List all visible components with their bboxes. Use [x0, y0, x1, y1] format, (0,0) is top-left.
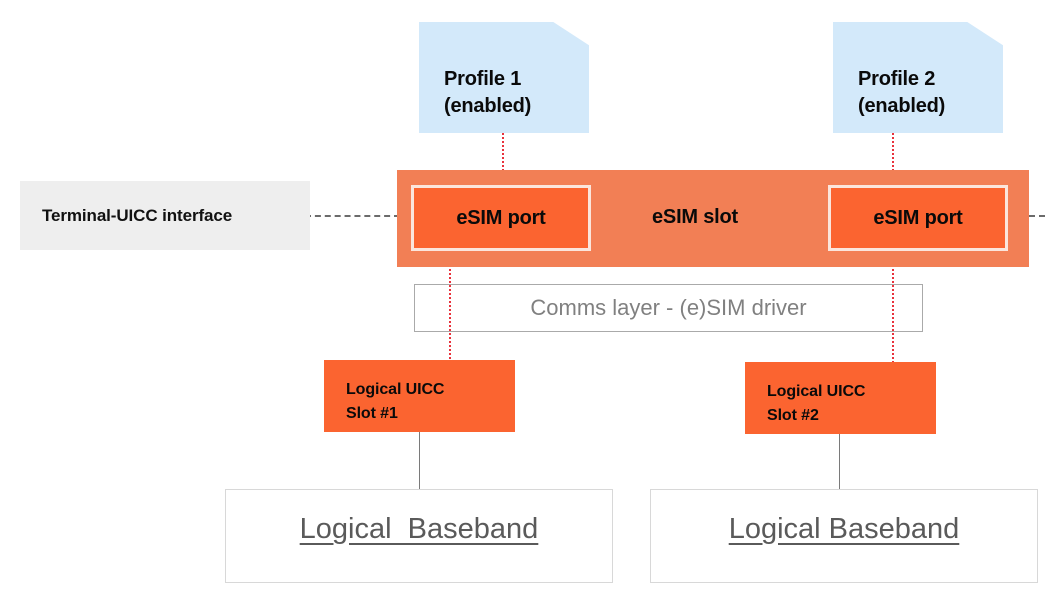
logical-uicc-slot-2-label: Logical UICC Slot #2 — [767, 383, 866, 424]
esim-port-2-label: eSIM port — [873, 206, 963, 229]
logical-baseband-1-label: Logical Baseband — [299, 513, 539, 545]
connector-slot-right-stub — [1029, 215, 1045, 217]
logical-baseband-2-label: Logical Baseband — [728, 513, 960, 545]
profile-1-box[interactable]: Profile 1 (enabled) — [419, 22, 589, 133]
logical-uicc-slot-1-box[interactable]: Logical UICC Slot #1 — [324, 360, 515, 432]
terminal-uicc-interface-box[interactable]: Terminal-UICC interface — [20, 181, 310, 250]
connector-terminal-to-slot — [305, 215, 400, 217]
logical-uicc-slot-1-label: Logical UICC Slot #1 — [346, 381, 445, 422]
comms-layer-label: Comms layer - (e)SIM driver — [524, 295, 813, 321]
connector-profile1-to-port1 — [502, 133, 504, 183]
connector-uicc2-to-baseband2 — [839, 434, 840, 490]
comms-layer-box[interactable]: Comms layer - (e)SIM driver — [414, 284, 923, 332]
connector-port2-to-uicc2 — [892, 250, 894, 370]
esim-port-2-box[interactable]: eSIM port — [828, 185, 1008, 251]
connector-port1-to-uicc1 — [449, 250, 451, 370]
logical-baseband-1-box[interactable]: Logical Baseband — [225, 489, 613, 583]
connector-uicc1-to-baseband1 — [419, 432, 420, 490]
profile-2-label: Profile 2 (enabled) — [858, 68, 946, 117]
profile-1-label: Profile 1 (enabled) — [444, 68, 532, 117]
logical-baseband-2-box[interactable]: Logical Baseband — [650, 489, 1038, 583]
logical-uicc-slot-2-box[interactable]: Logical UICC Slot #2 — [745, 362, 936, 434]
profile-2-box[interactable]: Profile 2 (enabled) — [833, 22, 1003, 133]
esim-slot-label: eSIM slot — [652, 206, 738, 228]
esim-slot-bar[interactable]: eSIM port eSIM slot eSIM port — [397, 170, 1029, 267]
terminal-uicc-interface-label: Terminal-UICC interface — [42, 205, 233, 225]
esim-port-1-box[interactable]: eSIM port — [411, 185, 591, 251]
esim-port-1-label: eSIM port — [456, 206, 546, 229]
connector-profile2-to-port2 — [892, 133, 894, 183]
